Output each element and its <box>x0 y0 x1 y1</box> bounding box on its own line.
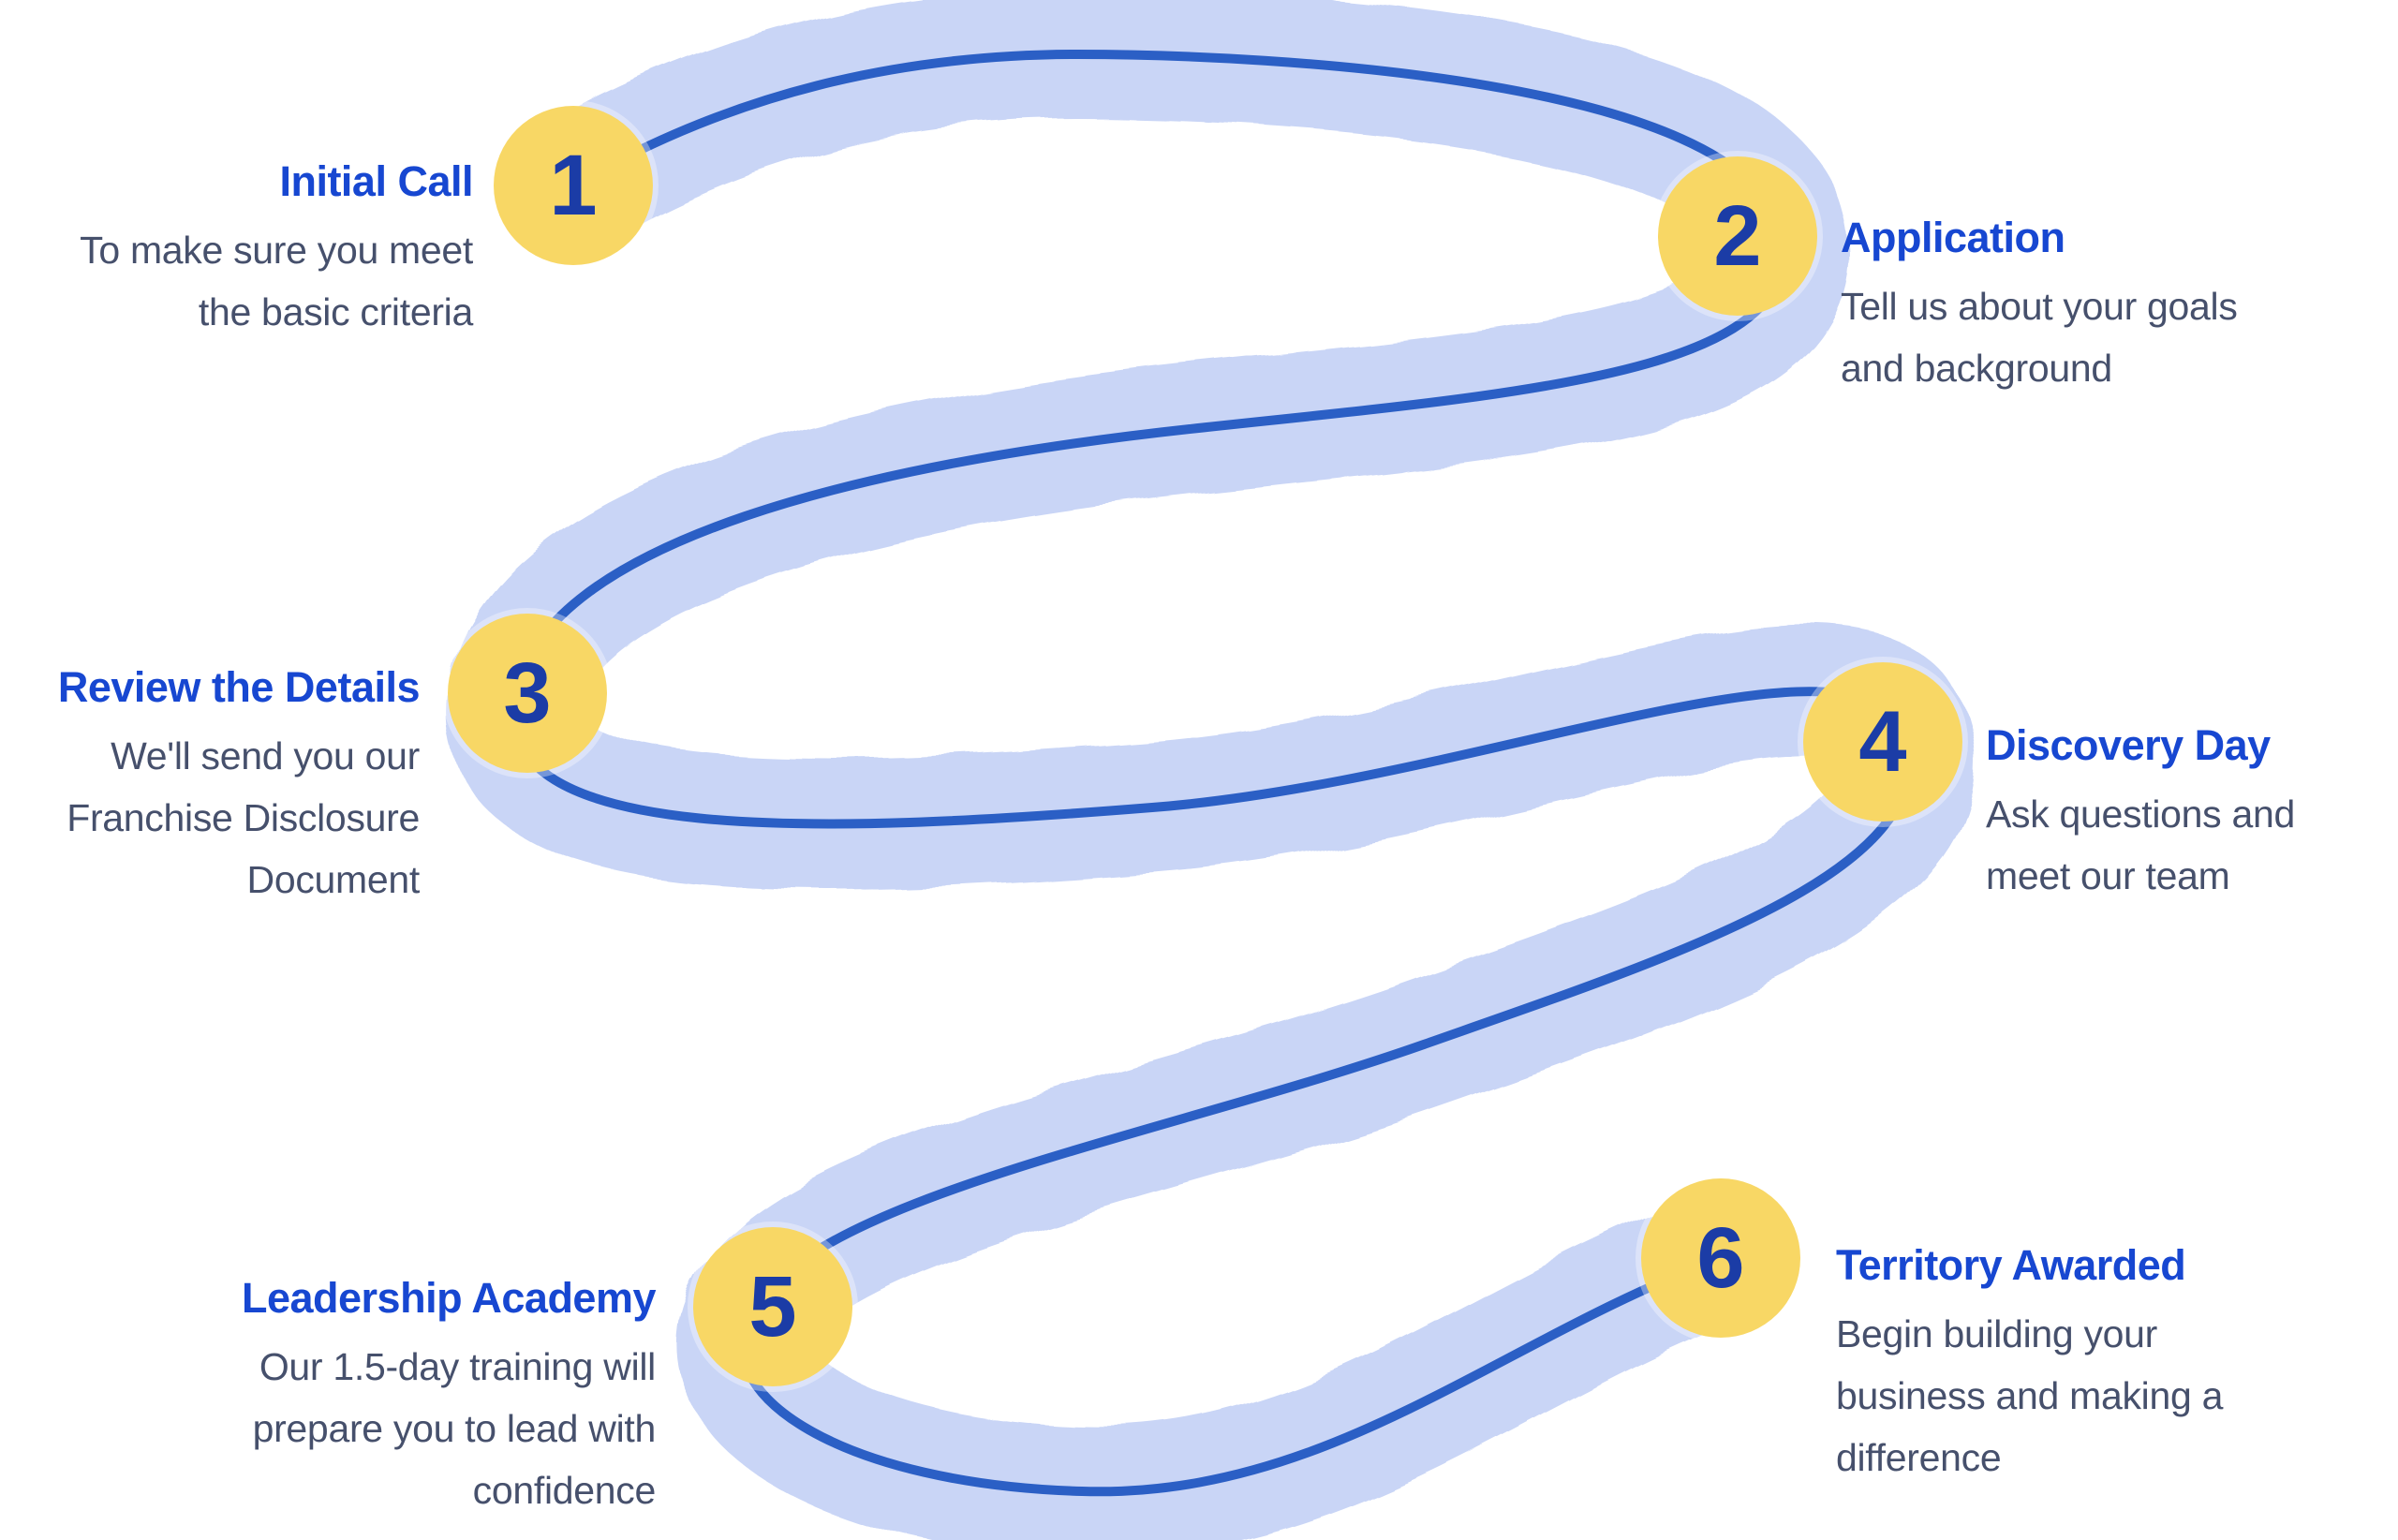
step-1-description-line: To make sure you meet <box>80 229 473 272</box>
step-3-number: 3 <box>503 645 552 741</box>
step-5-description-line: prepare you to lead with <box>252 1407 657 1450</box>
step-4-number: 4 <box>1858 694 1907 790</box>
step-6-title: Territory Awarded <box>1836 1241 2186 1289</box>
step-1-label: Initial Call To make sure you meet the b… <box>0 157 473 343</box>
step-3-description-line: Document <box>246 858 421 901</box>
step-2-description-line: and background <box>1841 347 2112 390</box>
step-4-description-line: meet our team <box>1986 854 2230 897</box>
step-1-number: 1 <box>549 138 598 233</box>
step-1-badge: 1 <box>494 106 653 265</box>
step-4-label: Discovery Day Ask questions and meet our… <box>1986 721 2398 907</box>
step-2-label: Application Tell us about your goals and… <box>1841 214 2393 399</box>
step-5-badge: 5 <box>693 1227 852 1386</box>
step-4-title: Discovery Day <box>1986 721 2271 769</box>
step-2-badge: 2 <box>1658 156 1817 316</box>
step-4-description-line: Ask questions and <box>1986 792 2295 836</box>
step-2-number: 2 <box>1713 188 1762 284</box>
step-3-title: Review the Details <box>57 663 421 711</box>
step-5-description-line: Our 1.5-day training will <box>259 1345 656 1388</box>
step-3-badge: 3 <box>448 614 607 773</box>
step-1-title: Initial Call <box>279 157 473 205</box>
step-6-description-line: business and making a <box>1836 1374 2224 1417</box>
step-3-description-line: We'll send you our <box>111 734 420 777</box>
step-2-description-line: Tell us about your goals <box>1841 285 2238 328</box>
step-6-description-line: Begin building your <box>1836 1312 2158 1355</box>
step-5-title: Leadership Academy <box>241 1274 657 1322</box>
step-6-badge: 6 <box>1641 1178 1800 1338</box>
step-5-number: 5 <box>748 1259 797 1355</box>
step-6-label: Territory Awarded Begin building your bu… <box>1836 1241 2379 1488</box>
step-3-description-line: Franchise Disclosure <box>67 796 420 839</box>
step-1-description-line: the basic criteria <box>198 290 473 333</box>
step-6-description-line: difference <box>1836 1436 2002 1479</box>
step-3-label: Review the Details We'll send you our Fr… <box>0 663 421 911</box>
step-5-description-line: confidence <box>472 1469 657 1512</box>
step-4-badge: 4 <box>1803 662 1962 822</box>
step-5-label: Leadership Academy Our 1.5-day training … <box>94 1274 657 1521</box>
step-2-title: Application <box>1841 214 2065 261</box>
step-6-number: 6 <box>1696 1210 1745 1306</box>
